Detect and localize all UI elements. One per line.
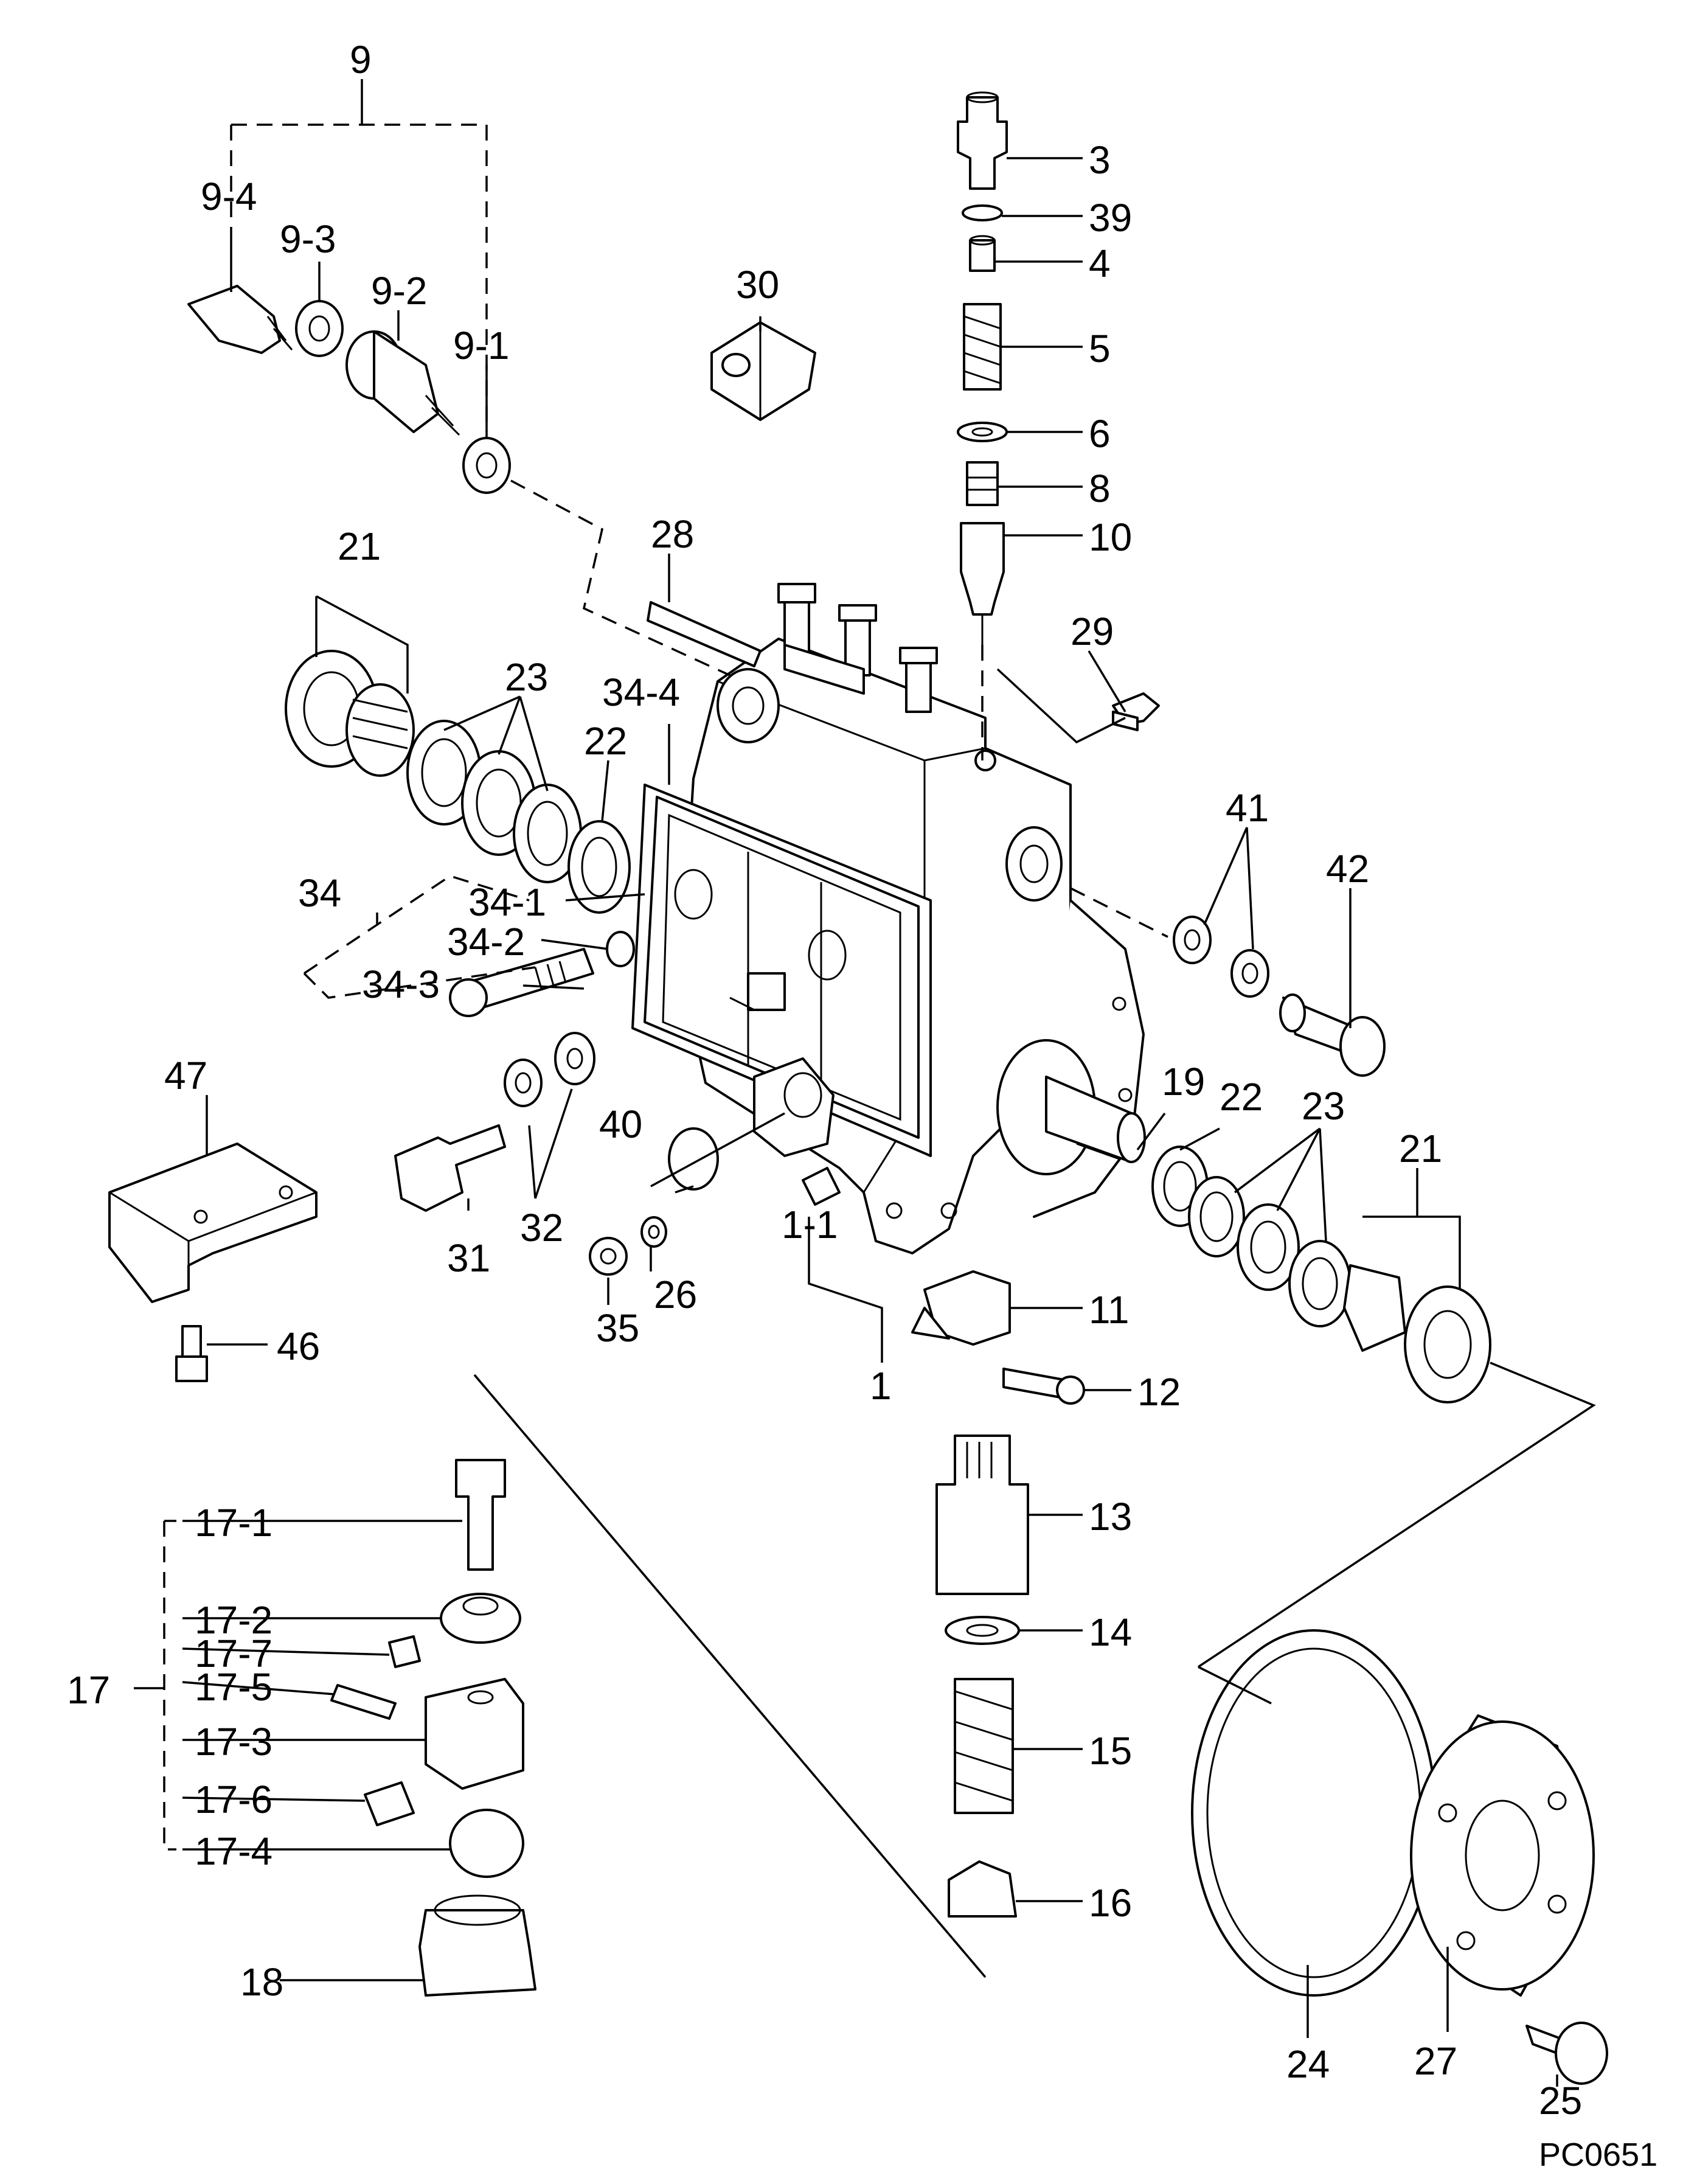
label-9-4: 9-4 xyxy=(201,175,257,218)
label-9-3: 9-3 xyxy=(280,217,336,261)
label-12: 12 xyxy=(1137,1370,1181,1414)
label-28: 28 xyxy=(651,512,694,556)
label-15: 15 xyxy=(1089,1729,1132,1773)
label-19: 19 xyxy=(1162,1060,1205,1104)
label-3: 3 xyxy=(1089,138,1111,182)
label-41: 41 xyxy=(1226,786,1269,830)
label-22-left: 22 xyxy=(584,719,627,763)
label-9-2: 9-2 xyxy=(371,269,428,313)
label-17-3: 17-3 xyxy=(195,1720,272,1764)
label-10: 10 xyxy=(1089,515,1132,559)
label-17-2: 17-2 xyxy=(195,1598,272,1642)
label-34-1: 34-1 xyxy=(468,880,546,924)
label-25: 25 xyxy=(1539,2079,1582,2123)
label-29: 29 xyxy=(1071,610,1114,653)
label-17-5: 17-5 xyxy=(195,1665,272,1709)
part-30-block xyxy=(710,321,816,421)
right-gear-washer-stack xyxy=(1151,1146,1491,1403)
label-47: 47 xyxy=(164,1054,207,1097)
label-46: 46 xyxy=(277,1324,320,1368)
label-27: 27 xyxy=(1414,2039,1457,2083)
label-40: 40 xyxy=(599,1102,642,1146)
label-1-1: 1-1 xyxy=(782,1203,838,1247)
label-21-right: 21 xyxy=(1399,1127,1442,1170)
label-30: 30 xyxy=(736,263,779,307)
diagram-code: PC0651 xyxy=(1539,2137,1657,2173)
part-17-group xyxy=(163,1459,536,1997)
cover-assembly xyxy=(1191,1362,1608,2085)
label-17-7: 17-7 xyxy=(195,1632,272,1675)
part-9-group xyxy=(187,123,731,676)
label-18: 18 xyxy=(240,1960,283,2004)
pump-body xyxy=(631,583,1146,1254)
label-31: 31 xyxy=(447,1236,490,1280)
label-9: 9 xyxy=(350,38,372,82)
label-8: 8 xyxy=(1089,467,1111,510)
right-bolt-parts xyxy=(996,668,1386,1077)
label-16: 16 xyxy=(1089,1881,1132,1925)
label-17-6: 17-6 xyxy=(195,1778,272,1821)
label-13: 13 xyxy=(1089,1495,1132,1539)
label-14: 14 xyxy=(1089,1610,1132,1654)
label-24: 24 xyxy=(1286,2042,1330,2086)
callout-labels: 9 9-4 9-3 9-2 9-1 3 39 4 5 6 8 10 30 28 … xyxy=(67,38,1657,2173)
label-23-left: 23 xyxy=(505,655,548,699)
label-17-1: 17-1 xyxy=(195,1501,272,1545)
label-39: 39 xyxy=(1089,196,1132,240)
lower-left-small-parts xyxy=(394,1032,841,1276)
label-42: 42 xyxy=(1326,847,1369,891)
plunger-tappet-stack xyxy=(911,1270,1085,1918)
label-17: 17 xyxy=(67,1668,110,1712)
label-34-3: 34-3 xyxy=(362,962,440,1006)
label-34-2: 34-2 xyxy=(447,920,525,964)
label-23-right: 23 xyxy=(1302,1084,1345,1128)
part-47-bracket xyxy=(108,1142,318,1382)
leader-lines xyxy=(134,79,1558,2087)
label-34-4: 34-4 xyxy=(602,670,680,714)
label-5: 5 xyxy=(1089,327,1111,370)
label-4: 4 xyxy=(1089,242,1111,285)
label-1: 1 xyxy=(870,1364,892,1408)
delivery-valve-stack xyxy=(957,91,1008,760)
label-6: 6 xyxy=(1089,412,1111,456)
label-32: 32 xyxy=(520,1206,563,1250)
label-11: 11 xyxy=(1089,1288,1129,1332)
part-34-group xyxy=(303,875,635,1017)
label-21-left: 21 xyxy=(338,524,381,568)
label-34: 34 xyxy=(298,871,341,915)
left-gear-washer-stack xyxy=(285,650,780,914)
label-35: 35 xyxy=(596,1306,639,1350)
label-17-4: 17-4 xyxy=(195,1829,272,1873)
label-22-right: 22 xyxy=(1220,1075,1263,1119)
label-26: 26 xyxy=(654,1273,697,1316)
label-9-1: 9-1 xyxy=(453,324,510,367)
